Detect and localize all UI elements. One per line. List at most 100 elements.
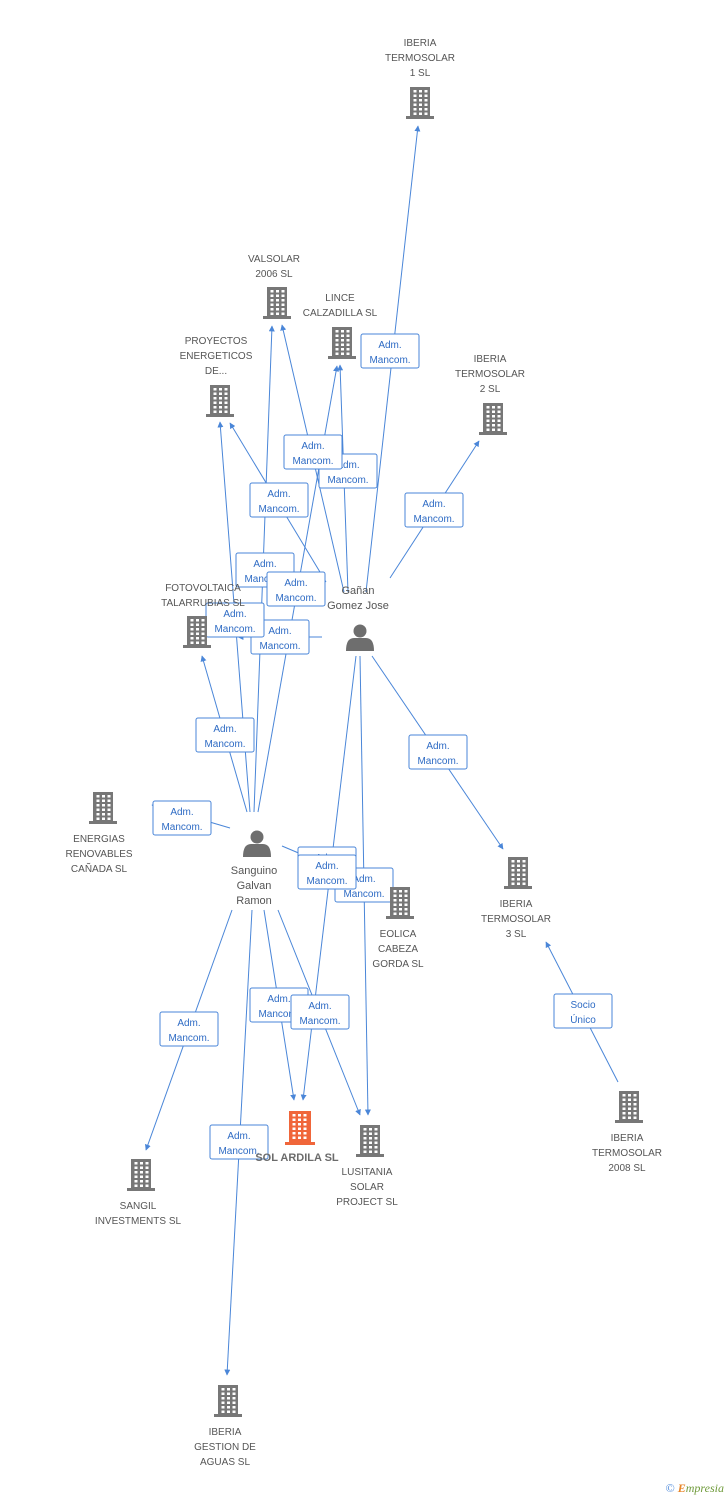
relation-badge-box [266, 571, 326, 607]
relation-badge-box [360, 333, 420, 369]
node-label: Sanguino [231, 865, 278, 877]
node-label: GESTION DE [194, 1442, 256, 1453]
relation-badge-box [297, 854, 357, 890]
relation-badge-label: Mancom. [327, 475, 368, 486]
relation-badge-label: Adm. [170, 807, 193, 818]
relation-badge-label: Mancom. [417, 756, 458, 767]
relation-badge-box [152, 800, 212, 836]
relation-badge-label: Adm. [227, 1131, 250, 1142]
building-icon [183, 616, 211, 648]
relation-badge-label: Mancom. [259, 641, 300, 652]
copyright-symbol: © [665, 1481, 675, 1495]
node-label: FOTOVOLTAICA [165, 583, 241, 594]
node-label: PROJECT SL [336, 1197, 398, 1208]
node-label: 3 SL [506, 929, 527, 940]
node-label: SOLAR [350, 1182, 384, 1193]
building-icon [615, 1091, 643, 1123]
node-label: IBERIA [209, 1427, 242, 1438]
relation-badge[interactable]: Adm.Mancom. [249, 482, 309, 518]
node-label: IBERIA [474, 354, 507, 365]
building-icon [206, 385, 234, 417]
node-label: CALZADILLA SL [303, 308, 378, 319]
relation-badge-label: Mancom. [292, 456, 333, 467]
relation-badge-label: Único [570, 1013, 596, 1026]
building-icon [504, 857, 532, 889]
building-icon [356, 1125, 384, 1157]
relation-badge-label: Mancom. [168, 1033, 209, 1044]
node-label: CAÑADA SL [71, 862, 128, 875]
relation-badge-label: Mancom. [244, 574, 285, 585]
badges-layer: Adm.Mancom.Adm.Mancom.Adm.Mancom.Adm.Man… [152, 333, 613, 1160]
relation-badge[interactable]: Adm.Mancom. [209, 1124, 269, 1160]
node-label: 2006 SL [255, 269, 293, 280]
person-icon [346, 624, 374, 651]
person-icon [243, 830, 271, 857]
node-lusitania[interactable]: LUSITANIA SOLAR PROJECT SL [336, 1125, 398, 1208]
node-label: GORDA SL [372, 959, 424, 970]
node-label: PROYECTOS [185, 336, 248, 347]
relation-badge-label: Adm. [301, 441, 324, 452]
relation-badge-label: Mancom. [258, 504, 299, 515]
relation-badge-label: Adm. [352, 874, 375, 885]
node-label: 1 SL [410, 68, 431, 79]
node-label: RENOVABLES [65, 849, 132, 860]
relation-badge[interactable]: Adm.Mancom. [290, 994, 350, 1030]
relation-badge-label: Mancom. [161, 822, 202, 833]
relation-badge-label: Adm. [284, 578, 307, 589]
relation-badge-box [249, 482, 309, 518]
relation-badge[interactable]: Adm. Mancom. [297, 854, 357, 890]
relation-badge-box [195, 717, 255, 753]
relation-badge[interactable]: Adm. Mancom. [283, 434, 343, 470]
relation-badge-label: Adm. [315, 861, 338, 872]
node-solardila[interactable]: SOL ARDILA SL [255, 1111, 339, 1164]
relation-badge-box [553, 993, 613, 1029]
node-label: IBERIA [611, 1133, 644, 1144]
relation-badge-label: Mancom. [204, 739, 245, 750]
node-label: IBERIA [500, 899, 533, 910]
relation-badge-label: Mancom. [369, 355, 410, 366]
node-label: Ramon [236, 895, 271, 907]
brand-initial: E [677, 1481, 686, 1495]
relation-badge-box [159, 1011, 219, 1047]
brand-watermark: ©Empresia [666, 1481, 724, 1496]
relation-badge[interactable]: Adm. Mancom. [152, 800, 212, 836]
node-proyectos[interactable]: PROYECTOSENERGETICOSDE... [180, 336, 253, 417]
relation-badge-label: Adm. [426, 741, 449, 752]
node-label: SOL ARDILA SL [255, 1152, 339, 1164]
relation-badge-box [408, 734, 468, 770]
node-label: EOLICA [380, 929, 417, 940]
node-label: Galvan [237, 880, 272, 892]
relation-badge[interactable]: Adm. Mancom. [408, 734, 468, 770]
node-label: TERMOSOLAR [592, 1148, 662, 1159]
relation-badge[interactable]: Adm.Mancom. [404, 492, 464, 528]
building-icon [406, 87, 434, 119]
relation-badge[interactable]: Adm.Mancom. [360, 333, 420, 369]
building-icon [89, 792, 117, 824]
relation-badge[interactable]: Adm.Mancom. [159, 1011, 219, 1047]
node-label: TERMOSOLAR [455, 369, 525, 380]
relation-badge[interactable]: Adm.Mancom. [195, 717, 255, 753]
relation-badge-label: Mancom. [299, 1016, 340, 1027]
relation-badge[interactable]: Adm.Mancom. [266, 571, 326, 607]
relation-badge-box [404, 492, 464, 528]
node-label: LUSITANIA [342, 1167, 393, 1178]
relation-badge-label: Mancom. [306, 876, 347, 887]
node-label: INVESTMENTS SL [95, 1216, 182, 1227]
building-icon [285, 1111, 315, 1145]
node-label: DE... [205, 366, 227, 377]
